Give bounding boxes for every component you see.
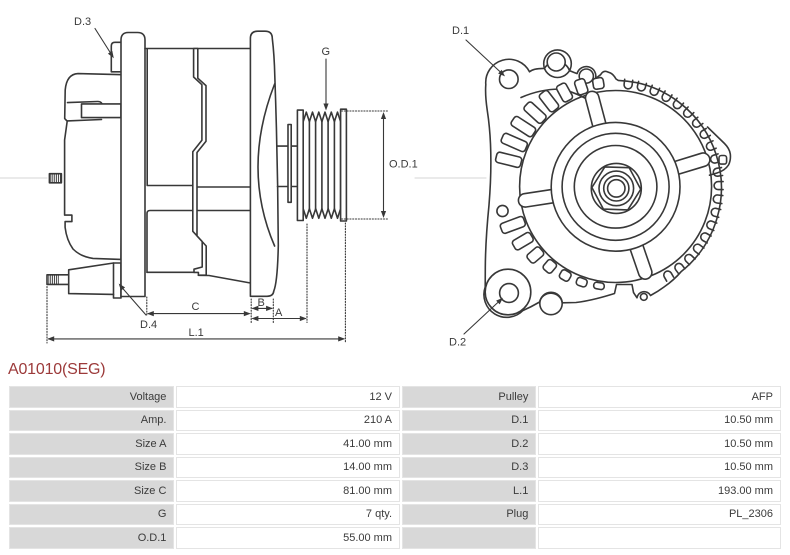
svg-text:C: C <box>192 301 200 313</box>
svg-text:B: B <box>258 297 265 309</box>
svg-text:O.D.1: O.D.1 <box>389 159 418 171</box>
svg-text:A: A <box>275 307 283 319</box>
svg-text:G: G <box>322 46 331 58</box>
svg-text:D.3: D.3 <box>74 16 91 28</box>
svg-text:D.1: D.1 <box>452 25 469 37</box>
svg-text:D.4: D.4 <box>140 319 157 331</box>
svg-text:D.2: D.2 <box>449 337 466 349</box>
svg-text:L.1: L.1 <box>189 327 204 339</box>
